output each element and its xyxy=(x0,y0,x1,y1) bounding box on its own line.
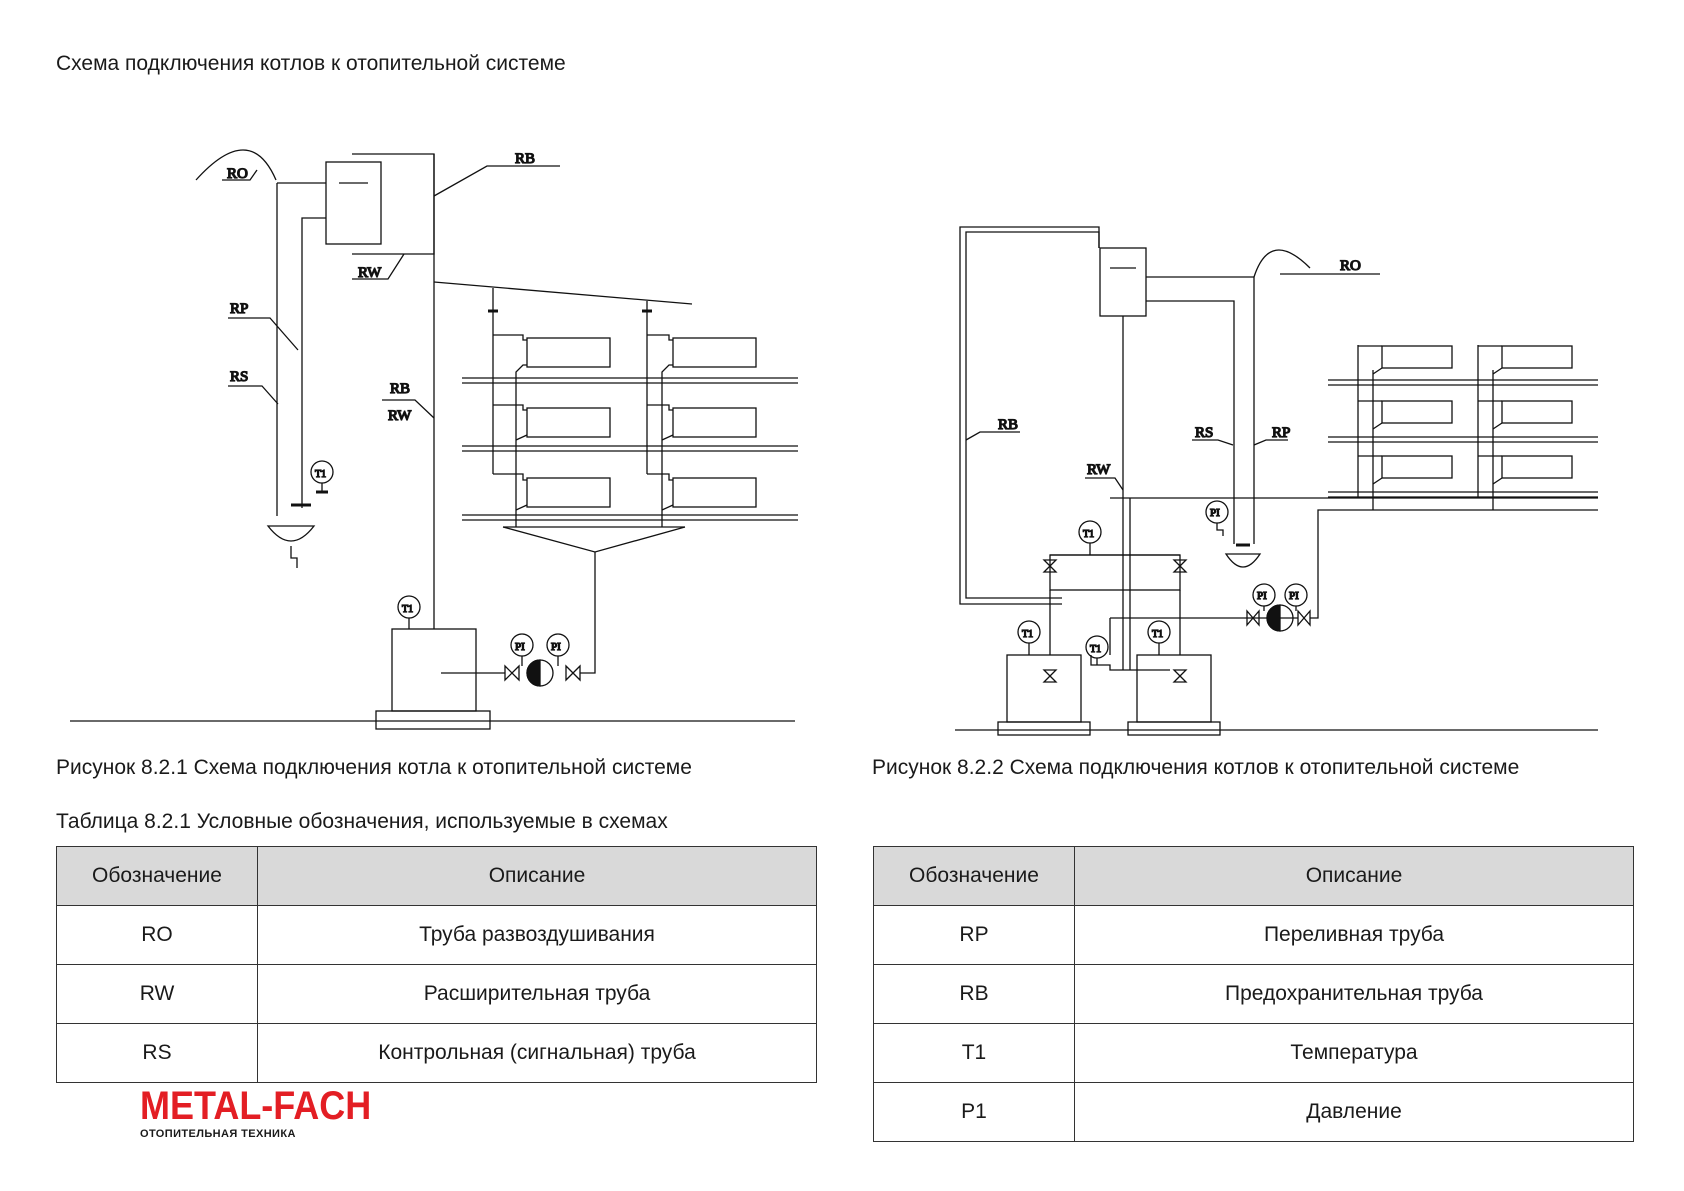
label-pi-1: PI xyxy=(515,641,525,653)
logo-tagline: ОТОПИТЕЛЬНАЯ ТЕХНИКА xyxy=(140,1128,296,1140)
table-row: RW Расширительная труба xyxy=(56,964,817,1024)
table-cell-code: RW xyxy=(56,964,258,1024)
table-header-cell: Описание xyxy=(257,846,817,906)
label-rp-2: RP xyxy=(1272,425,1290,441)
label-rs: RS xyxy=(230,369,248,385)
label-rs-2: RS xyxy=(1195,425,1213,441)
label-rp: RP xyxy=(230,301,248,317)
label-ro-2: RO xyxy=(1340,258,1361,274)
label-pi-2-2: PI xyxy=(1289,590,1299,602)
label-rw-top: RW xyxy=(358,265,382,281)
table-row: P1 Давление xyxy=(873,1082,1634,1142)
table-cell-description: Расширительная труба xyxy=(257,964,817,1024)
label-rb-top: RB xyxy=(515,151,535,167)
label-pi-top-2: PI xyxy=(1210,507,1220,519)
table-row: RO Труба развоздушивания xyxy=(56,905,817,965)
legend-table-2: Обозначение Описание RP Переливная труба… xyxy=(873,846,1634,1142)
label-t1-rp: T1 xyxy=(315,469,326,480)
label-ro: RO xyxy=(227,166,248,182)
table-row: RS Контрольная (сигнальная) труба xyxy=(56,1023,817,1083)
label-t1-right-2: T1 xyxy=(1152,629,1163,640)
table-cell-code: RP xyxy=(873,905,1075,965)
label-rb-2: RB xyxy=(998,417,1018,433)
table-header-cell: Обозначение xyxy=(56,846,258,906)
brand-logo: METAL-FACH ОТОПИТЕЛЬНАЯ ТЕХНИКА xyxy=(140,1086,397,1140)
table-cell-description: Давление xyxy=(1074,1082,1634,1142)
table-cell-code: RB xyxy=(873,964,1075,1024)
table-cell-description: Труба развоздушивания xyxy=(257,905,817,965)
label-rw-2: RW xyxy=(1087,462,1111,478)
label-rw-mid: RW xyxy=(388,408,412,424)
table-cell-code: T1 xyxy=(873,1023,1075,1083)
label-pi-1-2: PI xyxy=(1257,590,1267,602)
table-cell-code: RS xyxy=(56,1023,258,1083)
table-row: T1 Температура xyxy=(873,1023,1634,1083)
table-header-row: Обозначение Описание xyxy=(873,846,1634,906)
table-cell-code: RO xyxy=(56,905,258,965)
label-pi-2: PI xyxy=(551,641,561,653)
legend-table-1: Обозначение Описание RO Труба развоздуши… xyxy=(56,846,817,1083)
label-t1-left-2: T1 xyxy=(1022,629,1033,640)
label-t1-mid-2: T1 xyxy=(1090,644,1101,655)
figure-2-caption: Рисунок 8.2.2 Схема подключения котлов к… xyxy=(872,756,1520,779)
figure-8-2-1-diagram: RO RB RW RP RS RB RW T1 T1 PI PI xyxy=(70,149,798,730)
table-cell-description: Температура xyxy=(1074,1023,1634,1083)
table-header-cell: Обозначение xyxy=(873,846,1075,906)
page-title: Схема подключения котлов к отопительной … xyxy=(56,52,566,75)
table-row: RB Предохранительная труба xyxy=(873,964,1634,1024)
table-header-row: Обозначение Описание xyxy=(56,846,817,906)
figure-1-caption: Рисунок 8.2.1 Схема подключения котла к … xyxy=(56,756,692,779)
figure-8-2-2-diagram: RO RB RS RP RW PI T1 PI PI T1 T1 T1 xyxy=(955,226,1598,736)
table-caption: Таблица 8.2.1 Условные обозначения, испо… xyxy=(56,810,668,833)
table-cell-description: Предохранительная труба xyxy=(1074,964,1634,1024)
table-row: RP Переливная труба xyxy=(873,905,1634,965)
table-header-cell: Описание xyxy=(1074,846,1634,906)
label-t1-boiler: T1 xyxy=(402,604,413,615)
logo-wordmark: METAL-FACH xyxy=(140,1084,372,1128)
label-t1-top-2: T1 xyxy=(1083,529,1094,540)
label-rb-mid: RB xyxy=(390,381,410,397)
table-cell-description: Переливная труба xyxy=(1074,905,1634,965)
table-cell-description: Контрольная (сигнальная) труба xyxy=(257,1023,817,1083)
table-cell-code: P1 xyxy=(873,1082,1075,1142)
